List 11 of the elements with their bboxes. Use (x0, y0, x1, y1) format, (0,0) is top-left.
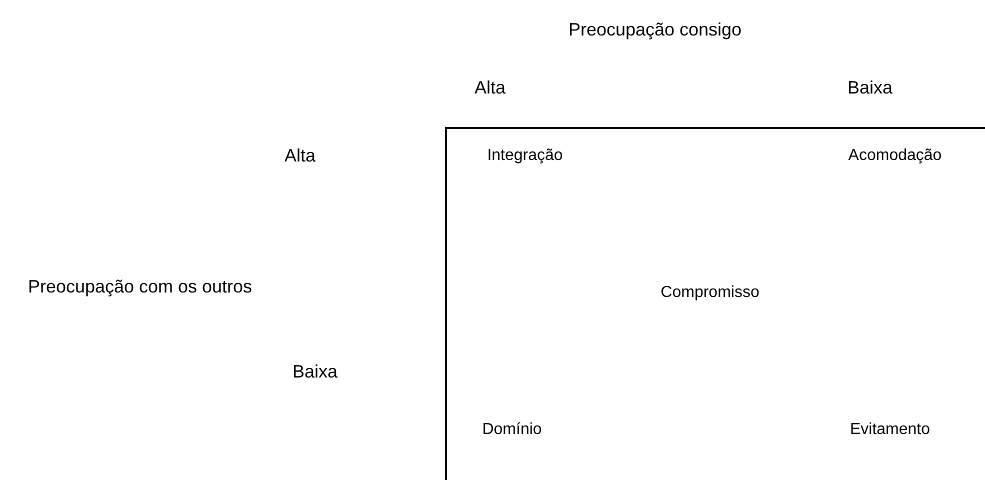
axis-value: Baixa (292, 362, 338, 382)
quadrant-label: Compromisso (660, 284, 760, 302)
axis-value: Alta (474, 78, 506, 98)
quadrant-label: Evitamento (850, 421, 930, 439)
quadrant-label: Acomodação (848, 147, 942, 165)
quadrant-label: Domínio (482, 421, 542, 439)
axis-value: Alta (284, 146, 316, 166)
axis-title: Preocupação com os outros (26, 275, 254, 298)
axis-title: Preocupação consigo (568, 20, 742, 40)
quadrant-label: Integração (487, 147, 563, 165)
axis-value: Baixa (847, 78, 893, 98)
